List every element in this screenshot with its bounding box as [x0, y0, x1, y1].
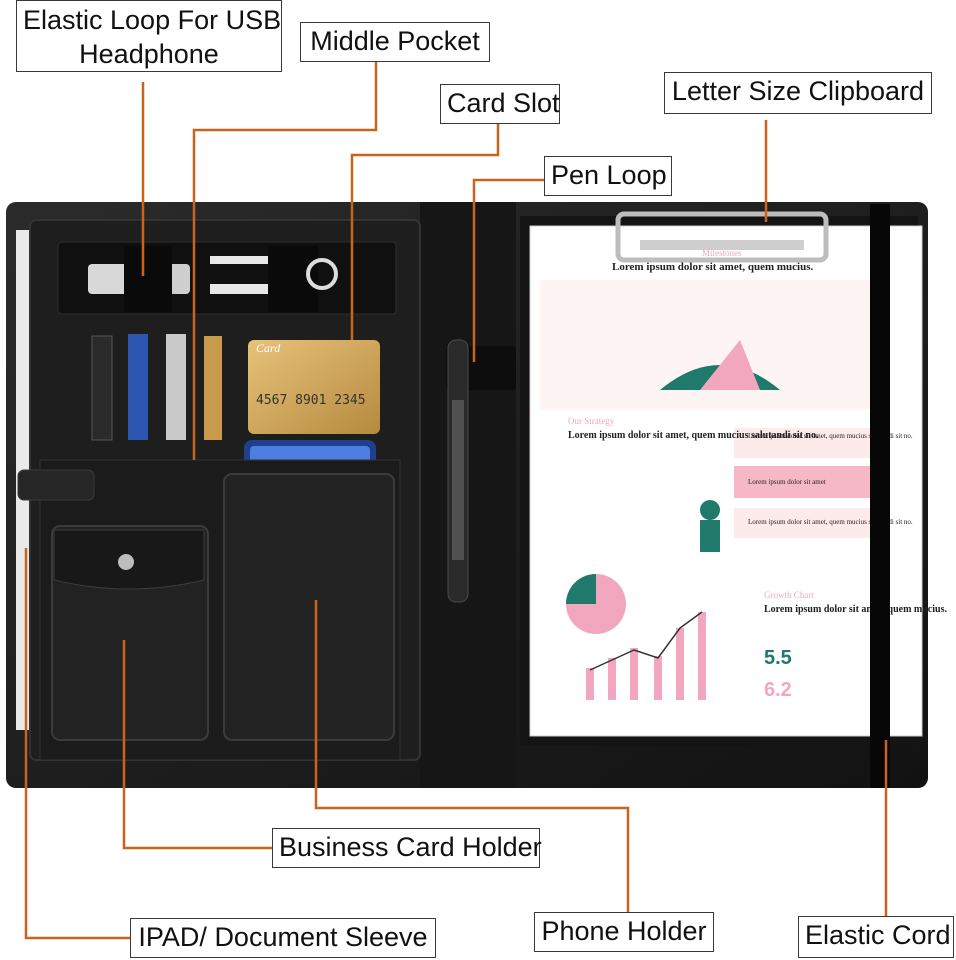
strap-tab	[17, 469, 95, 501]
growth-title: Growth Chart	[764, 590, 814, 600]
label-pen-loop: Pen Loop	[544, 156, 672, 196]
strategy-title: Our Strategy	[568, 416, 615, 426]
label-phone-holder: Phone Holder	[534, 912, 714, 952]
label-letter-clipboard: Letter Size Clipboard	[664, 72, 932, 114]
cable-icon	[210, 256, 270, 264]
elastic-cord	[870, 204, 890, 788]
milestones-sub: Lorem ipsum dolor sit amet, quem mucius.	[612, 261, 814, 273]
info-box-2: Lorem ipsum dolor sit amet	[748, 478, 826, 486]
credit-card	[248, 340, 380, 434]
leader-lines	[24, 58, 888, 940]
card-slots	[91, 334, 380, 441]
snap-button-icon	[118, 554, 134, 570]
label-elastic-loop: Elastic Loop For USB Headphone	[16, 0, 282, 72]
growth-text: Lorem ipsum dolor sit amet, quem mucius.	[764, 604, 947, 615]
label-business-card-holder: Business Card Holder	[272, 828, 542, 868]
usb-panel	[57, 241, 397, 315]
usb-drive-icon	[88, 264, 128, 294]
strategy-text: Lorem ipsum dolor sit amet, quem mucius …	[568, 430, 819, 441]
phone-holder	[223, 473, 395, 741]
stat-value-1: 5.5	[764, 647, 792, 669]
label-ipad-sleeve: IPAD/ Document Sleeve	[130, 918, 436, 958]
sheet-graphics	[540, 280, 870, 700]
clip-icon	[615, 211, 829, 263]
business-card-holder	[51, 525, 209, 741]
info-box-3: Lorem ipsum dolor sit amet, quem mucius …	[748, 518, 913, 526]
label-elastic-cord: Elastic Cord	[798, 916, 954, 958]
card-brand: Card	[256, 341, 281, 355]
info-box-1: Lorem ipsum dolor sit amet, quem mucius …	[748, 432, 913, 440]
stat-value-2: 6.2	[764, 679, 792, 701]
card-number: 4567 8901 2345	[256, 393, 366, 408]
label-middle-pocket: Middle Pocket	[300, 22, 490, 62]
milestones-title: Milestones	[702, 248, 742, 258]
elastic-loop	[124, 246, 172, 312]
label-card-slot: Card Slot	[440, 84, 560, 124]
